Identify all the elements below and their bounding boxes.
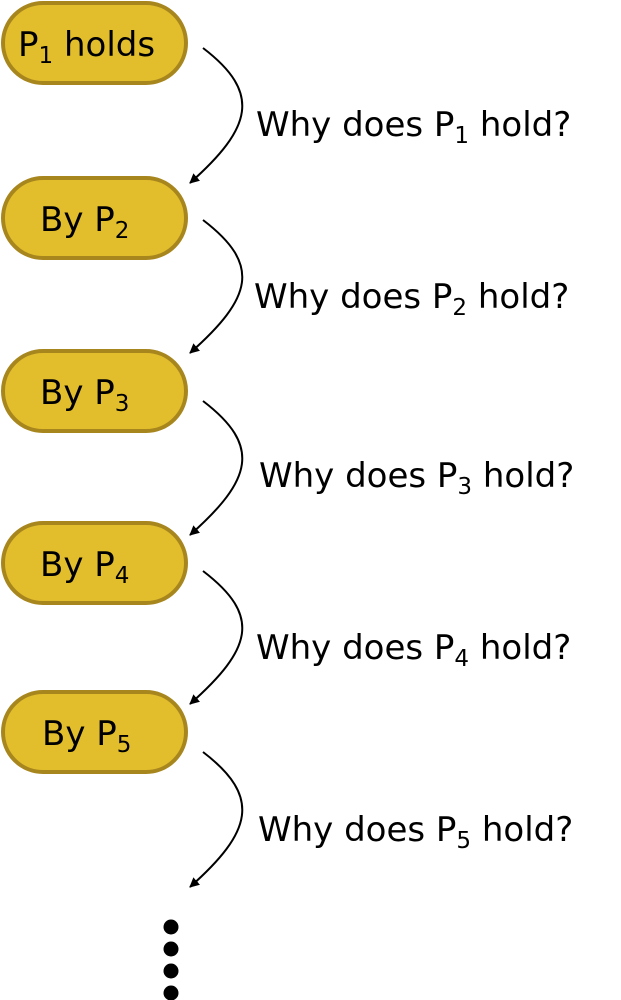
ellipsis-dot	[163, 985, 179, 1000]
curved-arrow-3	[189, 400, 244, 536]
node-5: By P5	[1, 690, 188, 774]
label-suffix: hold?	[469, 105, 571, 145]
node-label: By P3	[40, 373, 129, 417]
label-suffix: hold?	[467, 277, 569, 317]
node-label: By P2	[40, 200, 129, 244]
node-label: By P4	[40, 545, 129, 589]
node-label: By P5	[42, 714, 131, 758]
label-suffix: hold?	[469, 628, 571, 668]
question-label-5: Why does P5 hold?	[258, 810, 573, 854]
label-subscript: 3	[115, 391, 130, 417]
label-suffix: hold?	[471, 810, 573, 850]
curved-arrow-4	[189, 570, 244, 705]
node-2: By P2	[1, 176, 188, 260]
label-main: By P	[40, 373, 115, 413]
question-label-4: Why does P4 hold?	[256, 628, 571, 672]
ellipsis-dot	[163, 941, 179, 957]
curved-arrow-5	[189, 751, 244, 888]
arrows-layer	[189, 47, 244, 888]
label-main: Why does P	[256, 105, 454, 145]
label-main: By P	[40, 545, 115, 585]
vertical-ellipsis-icon	[163, 919, 179, 1000]
label-main: By P	[40, 200, 115, 240]
label-suffix: hold?	[472, 456, 574, 496]
question-label-3: Why does P3 hold?	[259, 456, 574, 500]
node-1: P1 holds	[1, 1, 188, 85]
label-main: P	[18, 25, 39, 65]
ellipsis-dot	[163, 919, 179, 935]
label-subscript: 3	[457, 474, 472, 500]
label-main: Why does P	[258, 810, 456, 850]
node-pill	[1, 1, 188, 85]
label-main: Why does P	[254, 277, 452, 317]
node-3: By P3	[1, 349, 188, 433]
label-subscript: 2	[452, 295, 467, 321]
label-subscript: 4	[454, 646, 469, 672]
label-main: Why does P	[259, 456, 457, 496]
question-label-1: Why does P1 hold?	[256, 105, 571, 149]
label-subscript: 5	[117, 732, 132, 758]
label-subscript: 4	[115, 563, 130, 589]
label-subscript: 5	[456, 828, 471, 854]
label-subscript: 1	[39, 43, 54, 69]
curved-arrow-2	[189, 219, 244, 354]
label-main: By P	[42, 714, 117, 754]
node-pill	[1, 176, 188, 260]
label-subscript: 2	[115, 218, 130, 244]
curved-arrow-1	[189, 47, 244, 184]
ellipsis-dot	[163, 963, 179, 979]
node-pill	[1, 690, 188, 774]
label-suffix: holds	[53, 25, 155, 65]
node-4: By P4	[1, 521, 188, 605]
questions-layer: Why does P1 hold?Why does P2 hold?Why do…	[254, 105, 574, 854]
node-label: P1 holds	[18, 25, 155, 69]
node-pill	[1, 349, 188, 433]
question-label-2: Why does P2 hold?	[254, 277, 569, 321]
label-subscript: 1	[454, 123, 469, 149]
label-main: Why does P	[256, 628, 454, 668]
node-pill	[1, 521, 188, 605]
